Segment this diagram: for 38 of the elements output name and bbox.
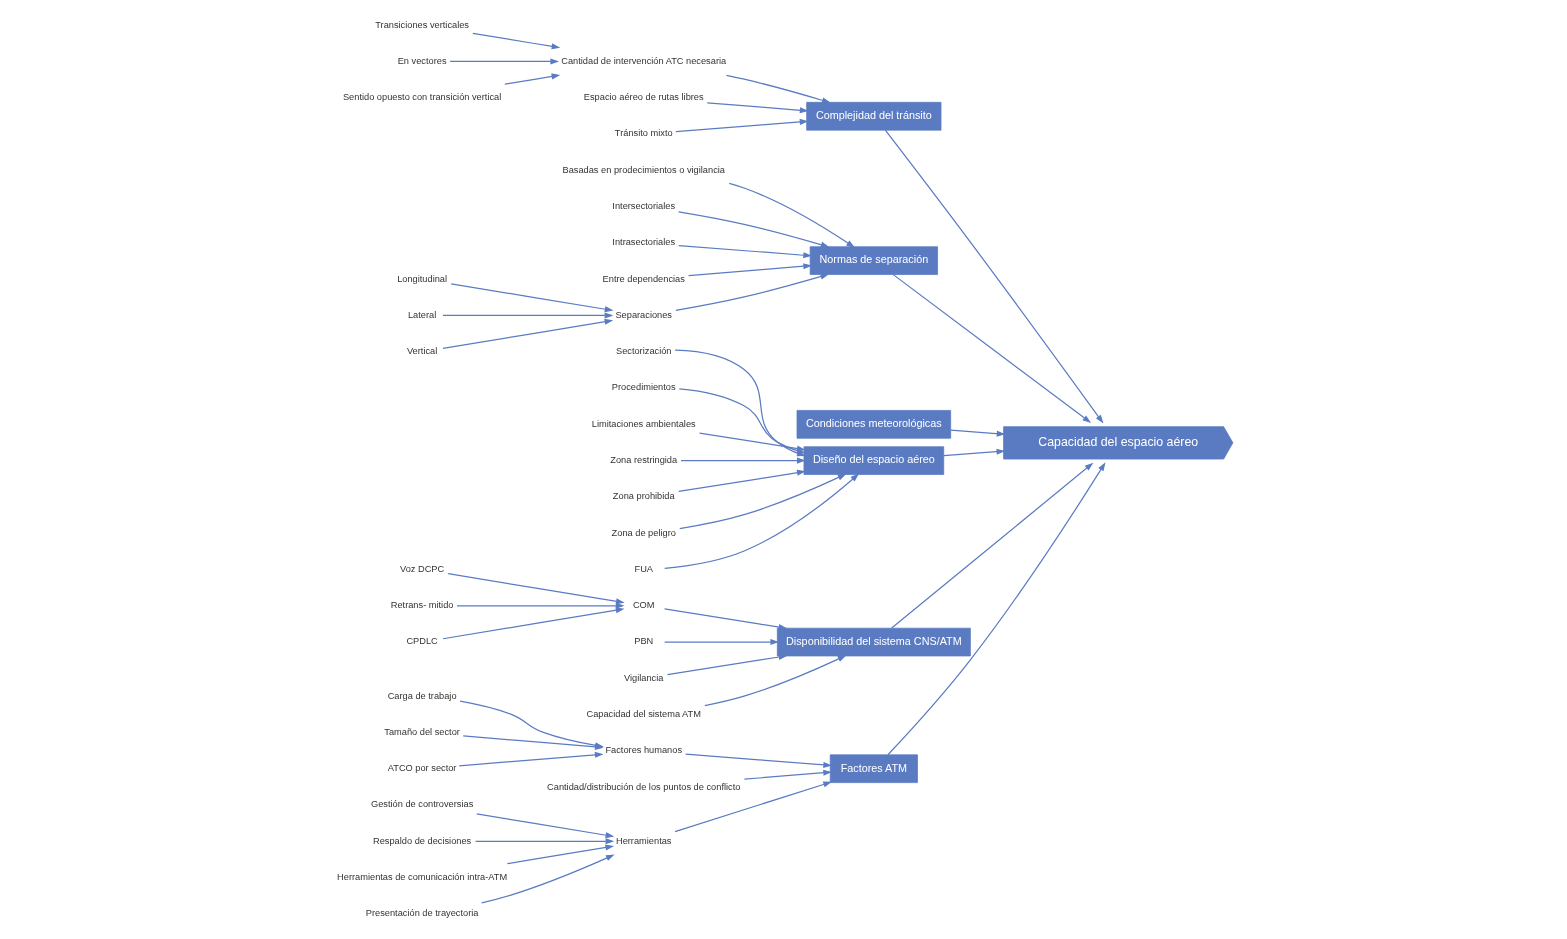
node-text: Intersectoriales [612,200,676,211]
node-text: Gestión de controversias [370,799,474,810]
node-text: Longitudinal [397,273,448,284]
node-text: Cantidad de intervención ATC necesaria [561,55,727,66]
node-text: Retrans- mitido [390,600,454,611]
node-text: Transiciones verticales [375,19,469,30]
node-text: COM [632,600,655,611]
node-text: Voz DCPC [400,563,445,574]
node-text: FUA [634,563,653,574]
node-text: Vigilancia [624,672,664,683]
node-text: En vectores [397,55,447,66]
node-text: Vertical [406,346,438,357]
node-text: Zona restringida [610,455,678,466]
node-text: Procedimientos [611,382,676,393]
node-text: Respaldo de decisiones [373,835,472,846]
node-text: Basadas en prodecimientos o vigilancia [562,164,725,175]
node-text: Cantidad/distribución de los puntos de conflicto [547,781,741,792]
node-text: Separaciones [615,309,673,320]
node-text: Espacio aéreo de rutas libres [583,92,704,103]
node-text: Lateral [407,309,437,320]
node-text: Sectorización [615,346,672,357]
node-text: ATCO por sector [387,763,457,774]
node-text: Zona de peligro [611,527,676,538]
node-text: Zona prohibida [612,491,675,502]
node-text: Tamaño del sector [384,726,460,737]
node-text: Factores humanos [605,745,683,756]
node-text: Entre dependencias [602,273,685,284]
node-text: Carga de trabajo [387,690,457,701]
node-text: PBN [634,636,654,647]
node-text: Presentación de trayectoria [365,908,479,919]
node-text: CPDLC [406,636,438,647]
node-text: Tránsito mixto [614,128,673,139]
node-text: Capacidad del sistema ATM [586,709,701,720]
node-text: Limitaciones ambientales [591,418,696,429]
node-text: Herramientas de comunicación intra-ATM [337,871,508,882]
node-text: Herramientas [615,835,672,846]
node-text: Sentido opuesto con transición vertical [342,92,502,103]
node-text: Intrasectoriales [612,237,676,248]
